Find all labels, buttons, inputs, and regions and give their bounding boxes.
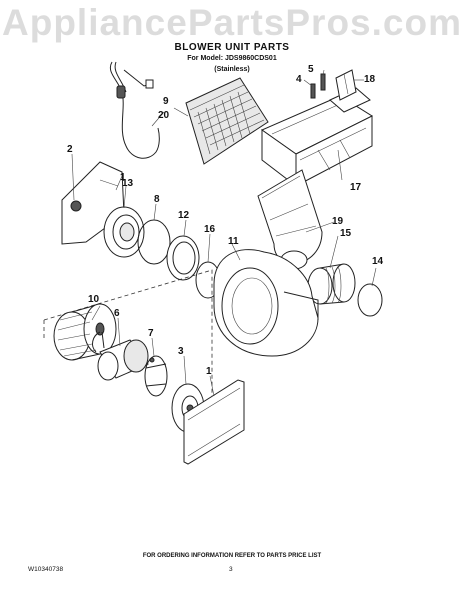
callout-12: 12 <box>178 210 190 221</box>
callout-2: 2 <box>67 144 73 155</box>
callout-labels: 1 1 2 3 4 5 6 7 8 9 10 11 12 13 14 15 16… <box>67 64 384 377</box>
clamp-ring-part <box>357 283 383 317</box>
model-line: For Model: JDS9860CDS01 <box>187 55 277 62</box>
callout-19: 19 <box>332 216 344 227</box>
power-cord-part <box>109 61 165 159</box>
diagram-title: BLOWER UNIT PARTS <box>174 42 290 53</box>
callout-4: 4 <box>296 74 302 85</box>
leader-lines <box>71 69 377 397</box>
callout-20: 20 <box>158 110 170 121</box>
blower-housing-box-part <box>260 87 374 188</box>
callout-5: 5 <box>308 64 314 75</box>
mounting-plate-part <box>166 235 200 281</box>
model-variant: (Stainless) <box>214 66 250 73</box>
page-number: 3 <box>229 566 233 573</box>
callout-1-upper: 1 <box>120 172 126 183</box>
callout-14: 14 <box>372 256 384 267</box>
flex-duct-part <box>307 263 356 305</box>
callout-15: 15 <box>340 228 352 239</box>
callout-3: 3 <box>178 346 184 357</box>
screw-parts <box>310 73 326 99</box>
callout-8: 8 <box>154 194 160 205</box>
blower-wheel-part <box>53 303 117 361</box>
callout-17: 17 <box>350 182 362 193</box>
callout-11: 11 <box>228 236 239 247</box>
callout-9: 9 <box>163 96 169 107</box>
document-number: W10340738 <box>28 566 64 573</box>
callout-16: 16 <box>204 224 216 235</box>
callout-10: 10 <box>88 294 100 305</box>
motor-mount-part <box>144 355 168 397</box>
callout-18: 18 <box>364 74 376 85</box>
blower-scroll-housing-part <box>213 249 319 357</box>
bracket-part <box>335 69 357 101</box>
callout-1-lower: 1 <box>206 366 212 377</box>
side-panel-part <box>183 379 245 465</box>
callout-6: 6 <box>114 308 120 319</box>
watermark-text: AppliancePartsPros.com <box>2 2 462 43</box>
grille-filter-part <box>185 77 269 165</box>
motor-assembly-outline <box>43 269 213 461</box>
callout-13: 13 <box>122 178 134 189</box>
callout-7: 7 <box>148 328 154 339</box>
inlet-ring-part <box>103 206 145 258</box>
ordering-note: FOR ORDERING INFORMATION REFER TO PARTS … <box>142 553 322 559</box>
